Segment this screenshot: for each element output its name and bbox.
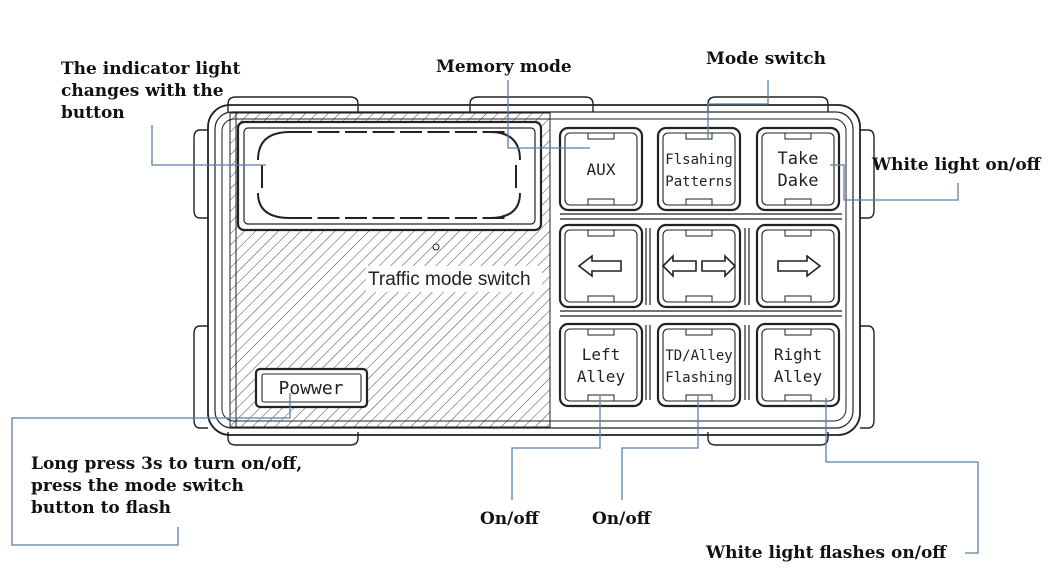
flashing-patterns-label-line: Flsahing bbox=[665, 152, 732, 168]
callout-long-press: Long press 3s to turn on/off, press the … bbox=[31, 454, 303, 518]
right-arrow-icon bbox=[701, 254, 737, 278]
td-alley-flashing-label-line: TD/Alley bbox=[665, 348, 732, 364]
leader-memory bbox=[507, 80, 590, 149]
traffic-mode-label: Traffic mode switch bbox=[368, 269, 531, 290]
column-separators bbox=[645, 228, 750, 400]
leader-right-alley bbox=[825, 398, 979, 554]
leader-mode-switch bbox=[707, 80, 769, 138]
right-arrow-button[interactable] bbox=[755, 223, 841, 309]
flashing-patterns-label-line: Patterns bbox=[665, 174, 732, 190]
indicator-display bbox=[236, 120, 543, 232]
leader-white-light bbox=[830, 164, 959, 201]
callout-white-light: White light on/off bbox=[872, 155, 1041, 175]
row-separators bbox=[560, 213, 842, 317]
power-button-label: Powwer bbox=[278, 378, 343, 399]
left-arrow-icon bbox=[577, 254, 622, 278]
leader-lines bbox=[11, 80, 979, 554]
callout-memory-mode: Memory mode bbox=[436, 57, 572, 77]
both-arrows-button[interactable] bbox=[656, 223, 742, 309]
leader-long-press bbox=[11, 393, 291, 546]
take-down-label-line: Take bbox=[778, 149, 819, 169]
left-alley-label-line: Left bbox=[582, 345, 621, 364]
left-alley-label-line: Alley bbox=[577, 367, 626, 386]
right-arrow-icon bbox=[777, 254, 822, 278]
right-alley-label-line: Right bbox=[774, 345, 822, 364]
callout-onoff-td: On/off bbox=[592, 509, 651, 529]
callout-onoff-left: On/off bbox=[480, 509, 539, 529]
td-alley-flashing-label-line: Flashing bbox=[665, 370, 732, 386]
right-alley-label-line: Alley bbox=[774, 367, 823, 386]
callout-indicator: The indicator light changes with the but… bbox=[61, 59, 241, 123]
mounting-tabs bbox=[193, 96, 875, 446]
aux-label-line: AUX bbox=[587, 160, 616, 179]
leader-indicator bbox=[151, 125, 266, 166]
left-arrow-icon bbox=[661, 254, 697, 278]
left-arrow-button[interactable] bbox=[558, 223, 644, 309]
sensor-dot bbox=[432, 243, 440, 251]
power-button[interactable]: Powwer bbox=[254, 367, 369, 409]
leader-left-alley bbox=[511, 396, 601, 500]
leader-td-alley bbox=[621, 396, 699, 500]
callout-mode-switch: Mode switch bbox=[706, 49, 827, 69]
take-down-label-line: Dake bbox=[778, 171, 819, 191]
aux-button[interactable]: AUX bbox=[558, 126, 644, 212]
callout-white-flash: White light flashes on/off bbox=[706, 543, 947, 563]
